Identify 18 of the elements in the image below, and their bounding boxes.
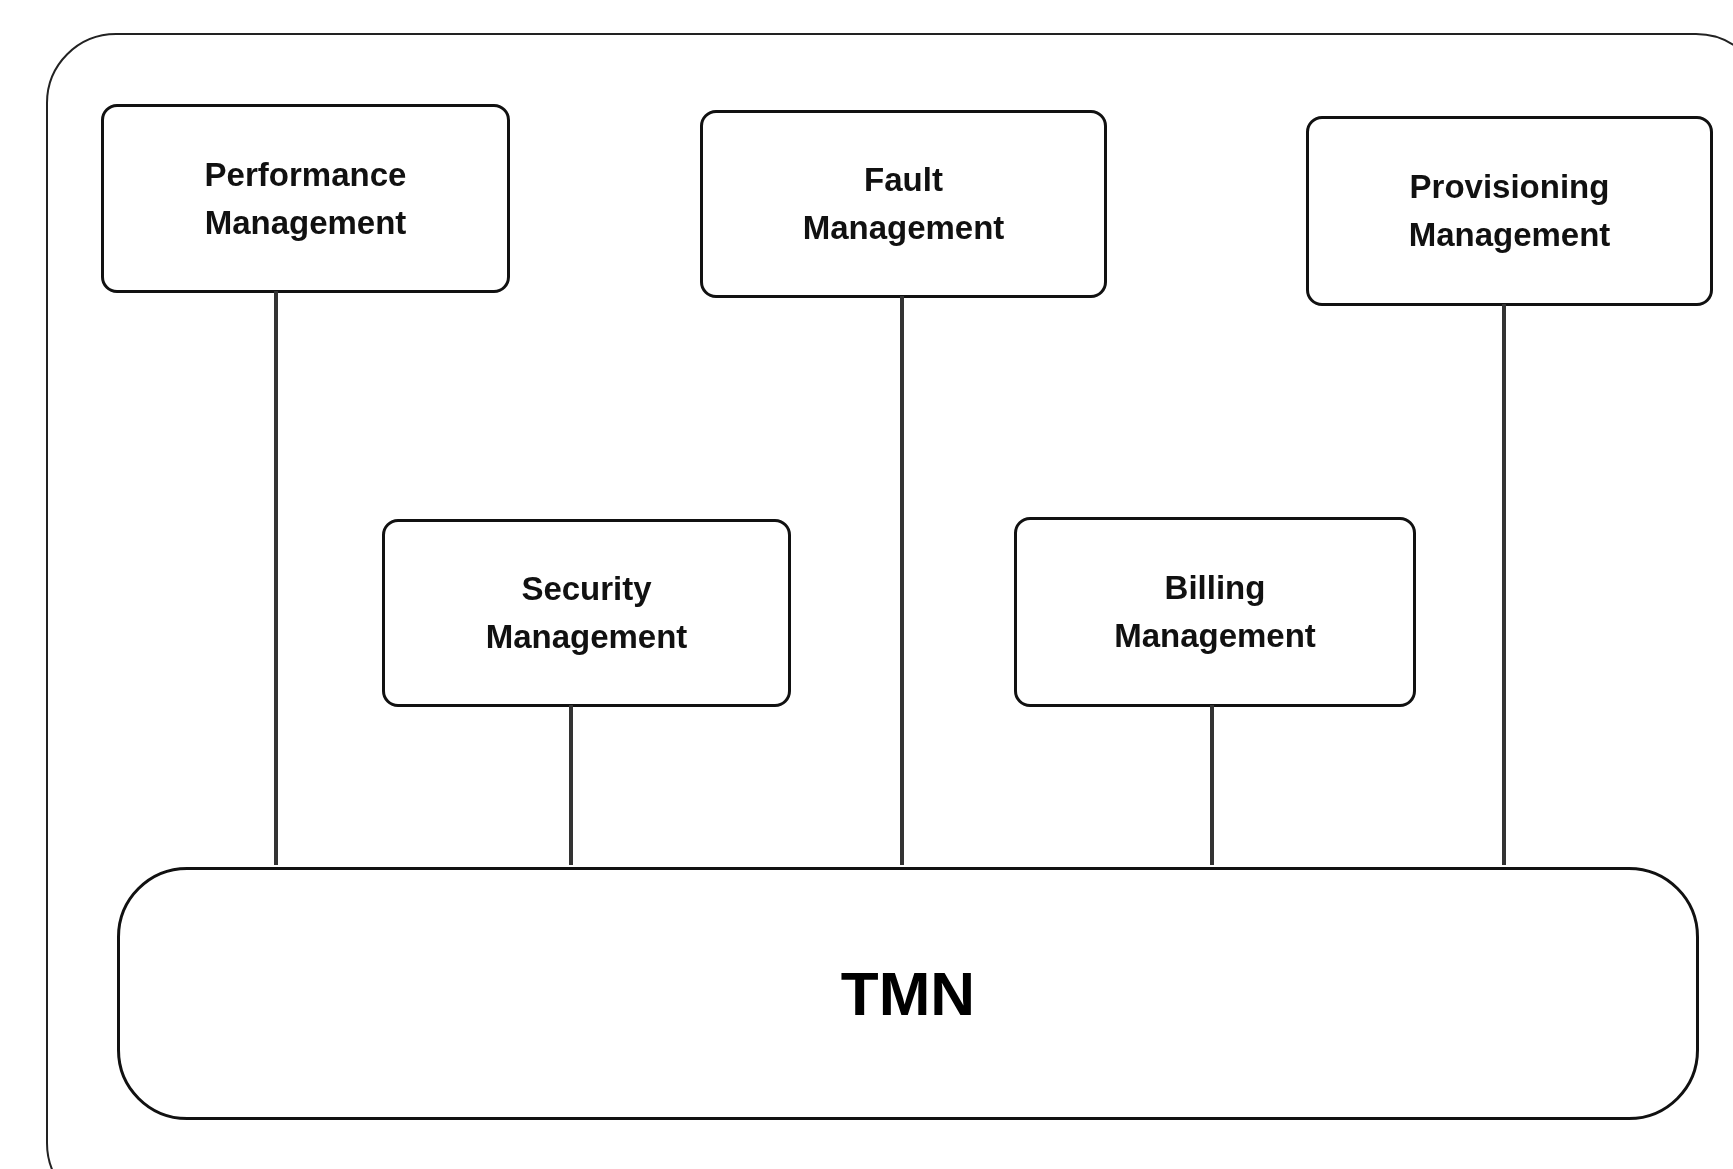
bus-label: TMN (840, 957, 976, 1030)
process-box (700, 110, 1107, 298)
box-label: Performance Management (203, 154, 408, 243)
connector-line (274, 291, 278, 865)
box-label: Billing Management (1113, 568, 1317, 656)
connector-line (569, 705, 573, 865)
connector-line (1210, 705, 1214, 865)
process-box (1306, 116, 1713, 306)
connector-line (1502, 304, 1506, 865)
process-box (101, 104, 510, 293)
bus-box (117, 867, 1699, 1120)
box-label: Security Management (484, 569, 689, 657)
box-label: Fault Management (801, 160, 1006, 248)
frame-box (46, 33, 1733, 1169)
box-label: Provisioning Management (1407, 167, 1612, 255)
process-box (1014, 517, 1416, 707)
connector-line (900, 296, 904, 865)
process-box (382, 519, 791, 707)
